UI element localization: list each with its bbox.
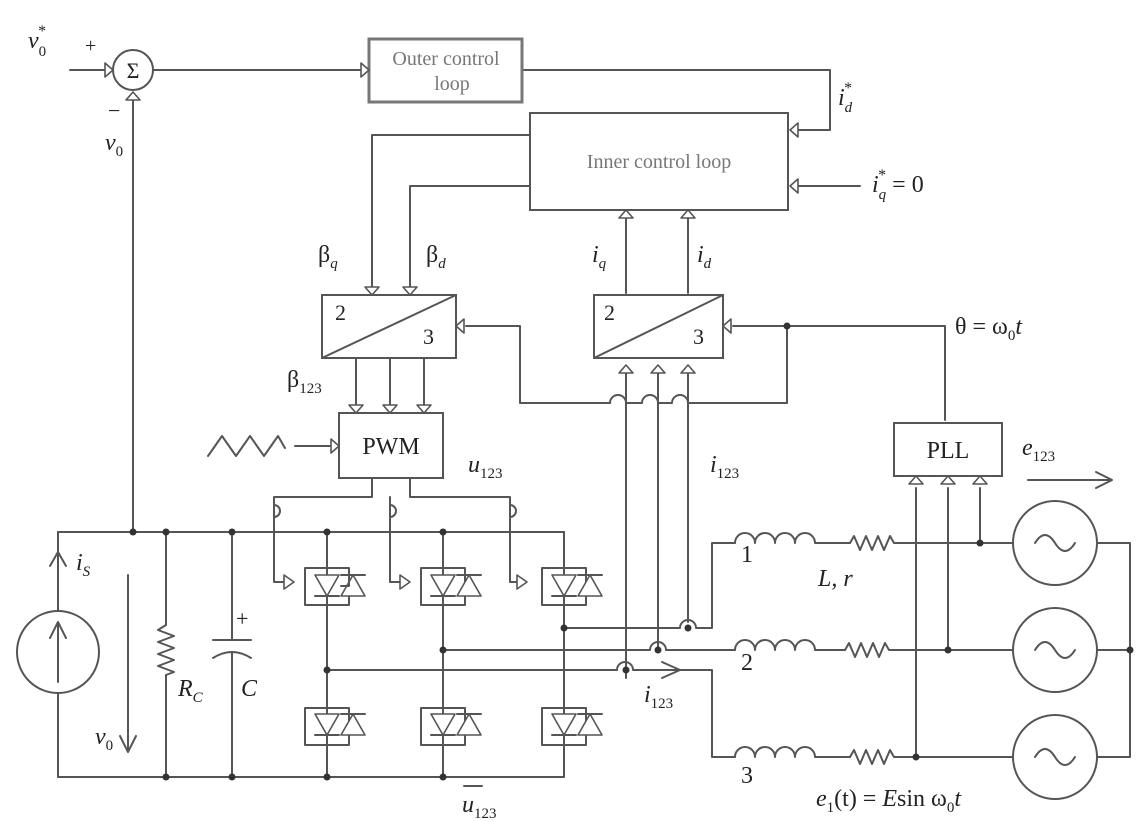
label-e1-equation: e1(t) = Esin ω0t [816, 786, 962, 816]
switch-lower-2 [420, 707, 482, 746]
minus-sign: − [108, 98, 120, 123]
transform-2-3-right: 2 3 [593, 294, 724, 359]
label-iq: iq [592, 242, 607, 272]
label-beta-d: βd [426, 242, 446, 272]
label-beta123: β123 [287, 367, 322, 397]
labels: v0* + − v0 id* iq* = 0 βq βd iq id β123 … [28, 23, 1055, 822]
label-phase-2: 2 [741, 650, 753, 676]
conv-right-3: 3 [693, 324, 704, 349]
label-v0-dc: v0 [95, 724, 113, 754]
switch-upper-3 [541, 567, 603, 606]
label-l-r: L, r [817, 566, 853, 592]
junction-dots [129, 322, 1134, 781]
label-phase-3: 3 [741, 763, 753, 789]
label-rc: RC [177, 676, 204, 706]
label-is: iS [76, 550, 91, 580]
pll-block: PLL [893, 422, 1003, 477]
label-i123-bottom: i123 [644, 682, 673, 712]
conv-left-2: 2 [335, 300, 346, 325]
label-beta-q: βq [318, 242, 338, 272]
summer-symbol: Σ [127, 58, 140, 83]
inner-control-loop-block: Inner control loop [529, 112, 789, 211]
outer-loop-label-line2: loop [434, 73, 470, 95]
capacitor-plus: + [236, 606, 248, 631]
power-wiring [49, 531, 1131, 787]
label-v0-ref: v0* [28, 23, 46, 60]
label-id: id [697, 242, 712, 272]
summing-junction: Σ [112, 49, 154, 91]
plus-sign: + [85, 35, 96, 57]
pwm-block: PWM [338, 412, 444, 479]
transform-2-3-left: 2 3 [321, 294, 457, 359]
outer-control-loop-block: Outer control loop [367, 37, 524, 104]
label-u123: u123 [468, 452, 503, 482]
label-e123: e123 [1022, 435, 1055, 465]
switch-lower-3 [541, 707, 603, 746]
switch-upper-2 [420, 567, 482, 606]
inner-loop-label: Inner control loop [587, 151, 731, 173]
switch-upper-1 [304, 567, 366, 606]
arrowheads [104, 62, 988, 590]
ac-source-1 [1012, 500, 1098, 586]
label-u123-bar: u123 [462, 792, 497, 822]
control-wiring [69, 69, 1113, 758]
label-v0-feedback: v0 [105, 130, 123, 160]
outer-loop-label-line1: Outer control [392, 48, 500, 70]
label-id-ref: id* [838, 80, 853, 116]
current-source [16, 610, 100, 694]
conv-left-3: 3 [423, 324, 434, 349]
label-iq-ref: iq* = 0 [872, 167, 924, 203]
label-theta: θ = ω0t [955, 314, 1023, 344]
pwm-label: PWM [362, 434, 419, 460]
ac-source-2 [1012, 607, 1098, 693]
label-phase-1: 1 [741, 542, 753, 568]
conv-right-2: 2 [604, 300, 615, 325]
label-i123-top: i123 [710, 452, 739, 482]
label-c: C [241, 676, 258, 702]
ac-source-3 [1012, 714, 1098, 800]
pll-label: PLL [927, 438, 970, 464]
switch-lower-1 [304, 707, 366, 746]
